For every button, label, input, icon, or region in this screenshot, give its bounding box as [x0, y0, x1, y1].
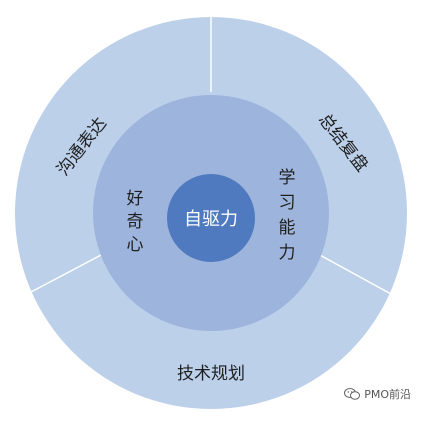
- inner-right-char-4: 力: [279, 243, 296, 263]
- divider-right: [317, 253, 392, 295]
- core-label: 自驱力: [184, 209, 238, 230]
- inner-left-char-2: 奇: [127, 212, 144, 232]
- outer-label-bottom: 技术规划: [177, 364, 245, 384]
- core-circle: [167, 174, 255, 262]
- inner-right-char-2: 习: [279, 193, 296, 213]
- inner-left-char-3: 心: [127, 235, 144, 255]
- watermark-text: PMO前沿: [364, 388, 411, 401]
- inner-right-char-1: 学: [279, 168, 296, 188]
- divider-left: [30, 253, 104, 293]
- watermark: PMO前沿: [344, 386, 411, 402]
- wechat-icon: [344, 388, 361, 400]
- inner-right-char-3: 能: [279, 218, 296, 238]
- inner-left-char-1: 好: [127, 189, 144, 209]
